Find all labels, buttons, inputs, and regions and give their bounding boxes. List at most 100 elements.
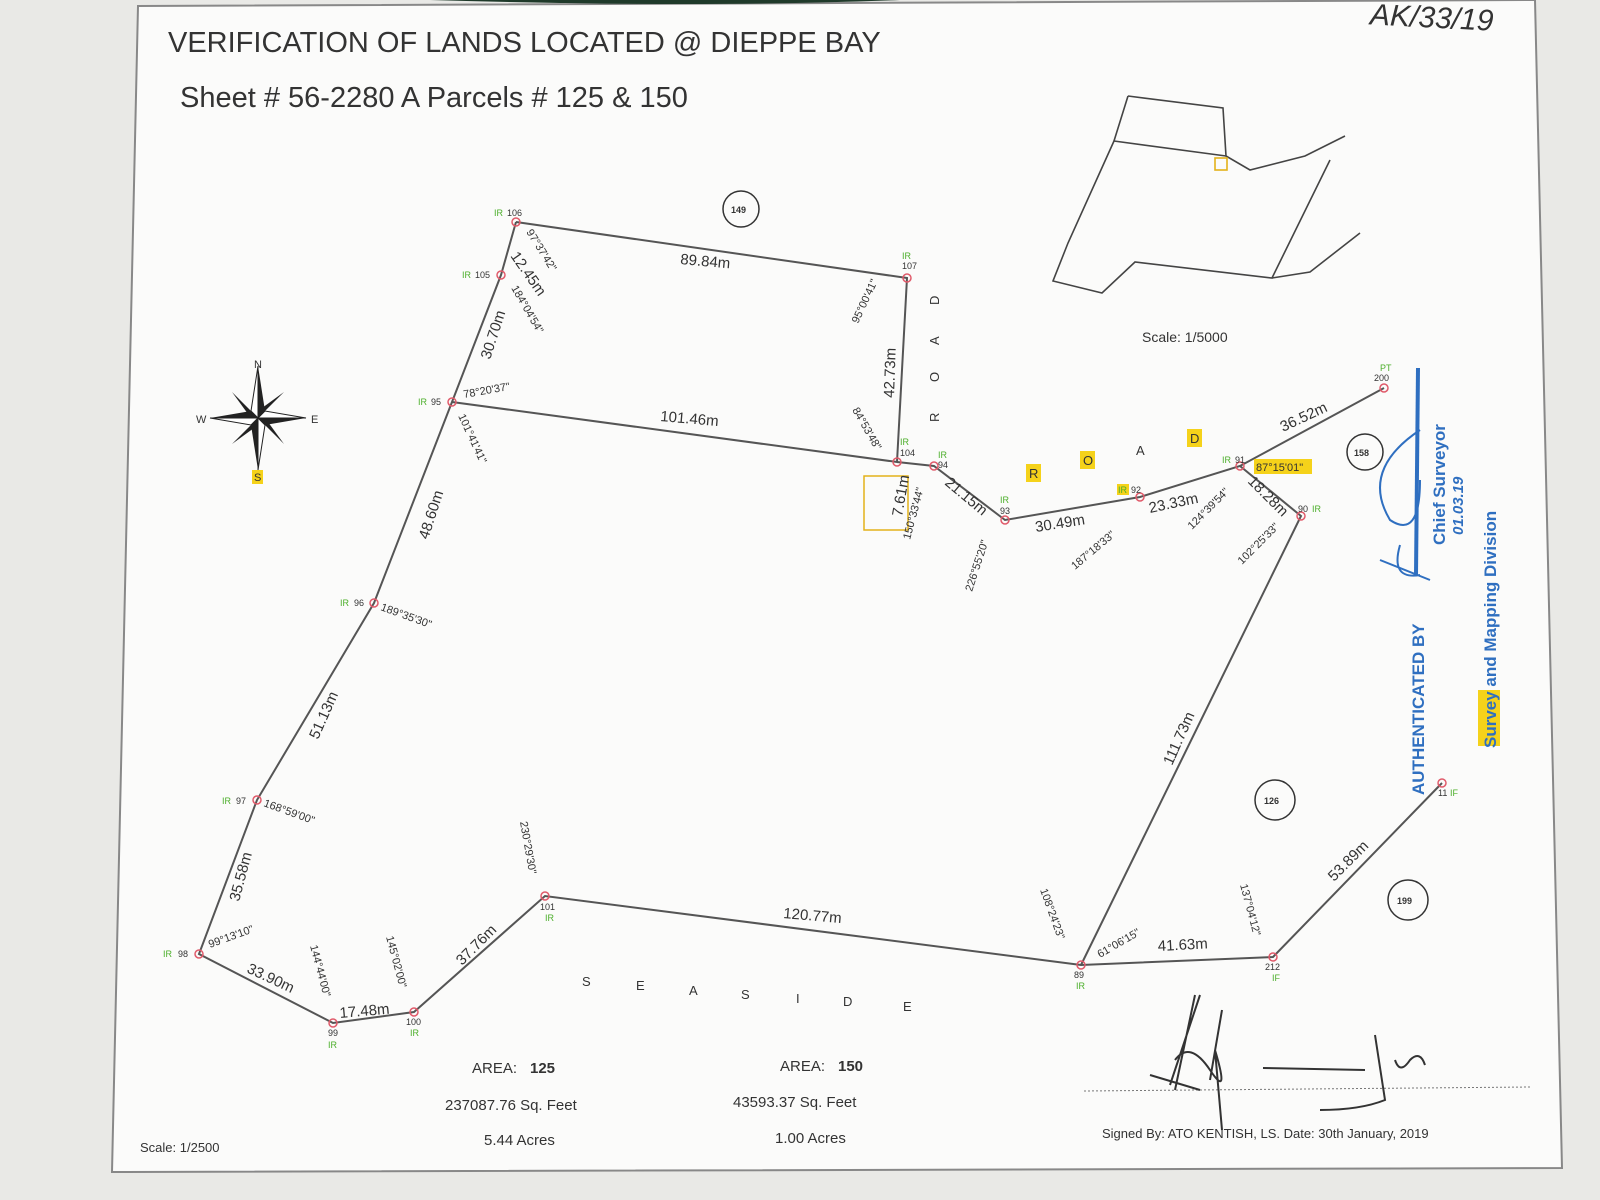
marker-type: IR: [938, 450, 948, 460]
station-label: 212: [1265, 962, 1280, 972]
road-letter: A: [1136, 443, 1145, 458]
marker-type: IF: [1450, 788, 1459, 798]
marker-type: IR: [1000, 495, 1010, 505]
station-label: 89: [1074, 970, 1084, 980]
station-label: 96: [354, 598, 364, 608]
marker-type: IR: [418, 397, 428, 407]
document-subtitle: Sheet # 56-2280 A Parcels # 125 & 150: [180, 82, 688, 114]
marker-type: IR: [222, 796, 232, 806]
station-label: 95: [431, 397, 441, 407]
file-reference: AK/33/19: [1367, 0, 1494, 38]
marker-type: IR: [494, 208, 504, 218]
road-label-vertical: D A O R: [927, 296, 942, 422]
document-title: VERIFICATION OF LANDS LOCATED @ DIEPPE B…: [168, 27, 881, 59]
seaside-letter: A: [689, 983, 698, 998]
distance-label: 7.61m: [889, 474, 913, 518]
station-label: 11: [1438, 788, 1447, 798]
area-block-150: AREA: 150 43593.37 Sq. Feet 1.00 Acres: [733, 1058, 863, 1147]
parcel-number: 149: [731, 205, 746, 215]
seaside-letter: E: [903, 999, 912, 1014]
area-acres: 5.44 Acres: [484, 1132, 555, 1149]
marker-type: PT: [1380, 363, 1392, 373]
seaside-letter: I: [796, 991, 800, 1006]
area-acres: 1.00 Acres: [775, 1130, 846, 1147]
building-outline: [863, 475, 909, 531]
compass-n: N: [254, 359, 262, 371]
authentication-date: 01.03.19: [1450, 476, 1467, 535]
road-letter: O: [927, 372, 942, 382]
seaside-letter: E: [636, 978, 645, 993]
seaside-label: S E A S I D E: [582, 974, 912, 1014]
station-label: 104: [900, 448, 915, 458]
dark-edge: [430, 0, 900, 4]
station-label: 101: [540, 902, 555, 912]
seaside-letter: S: [582, 974, 591, 989]
marker-type: IF: [1272, 973, 1281, 983]
road-letter: A: [927, 336, 942, 345]
station-label: 92: [1131, 485, 1141, 495]
marker-type: IR: [1312, 504, 1322, 514]
station-label: 97: [236, 796, 246, 806]
marker-type: IR: [902, 251, 912, 261]
marker-type: IR: [328, 1040, 338, 1050]
surveyor-signature: [1149, 994, 1426, 1131]
distance-label: 89.84m: [680, 251, 731, 272]
authenticated-by-text: AUTHENTICATED BY: [1409, 623, 1428, 795]
distance-label: 101.46m: [660, 408, 720, 430]
marker-type: IR: [163, 949, 173, 959]
area-label: AREA:: [472, 1060, 517, 1077]
marker-type: IR: [1118, 485, 1128, 495]
parcel-number: 199: [1397, 896, 1412, 906]
distance-label: 17.48m: [339, 1001, 390, 1022]
location-inset-map: [1051, 95, 1361, 294]
station-label: 91: [1235, 455, 1245, 465]
paper-sheet: [110, 0, 1564, 1174]
compass-w: W: [196, 414, 207, 426]
chief-surveyor-text: Chief Surveyor: [1430, 424, 1449, 545]
marker-type: IR: [340, 598, 350, 608]
boundary-lines: [197, 221, 1443, 1025]
station-label: 98: [178, 949, 188, 959]
station-label: 107: [902, 261, 917, 271]
distance-label: 41.63m: [1157, 935, 1208, 955]
area-sqft: 43593.37 Sq. Feet: [733, 1094, 857, 1111]
station-label: 94: [938, 460, 948, 470]
seaside-letter: D: [843, 994, 852, 1009]
area-parcel: 150: [838, 1058, 863, 1075]
marker-type: IR: [1076, 981, 1086, 991]
station-label: 200: [1374, 373, 1389, 383]
area-parcel: 125: [530, 1060, 555, 1077]
road-label-horizontal: R O A D: [1026, 429, 1202, 482]
station-label: 99: [328, 1028, 338, 1038]
station-label: 106: [507, 208, 522, 218]
marker-type: IR: [900, 437, 910, 447]
north-arrow-icon: [209, 365, 307, 471]
road-letter: D: [1190, 431, 1199, 446]
road-letter: R: [1029, 466, 1038, 481]
marker-type: IR: [545, 913, 555, 923]
area-block-125: AREA: 125 237087.76 Sq. Feet 5.44 Acres: [445, 1060, 578, 1149]
division-text: Survey and Mapping Division: [1481, 511, 1500, 748]
station-label: 90: [1298, 504, 1308, 514]
map-scale: Scale: 1/2500: [140, 1140, 220, 1155]
road-letter: O: [1083, 453, 1093, 468]
angle-label-highlighted: 87°15'01": [1256, 462, 1303, 474]
road-letter: D: [927, 296, 942, 305]
authentication-stamp: AUTHENTICATED BY Chief Surveyor 01.03.19…: [1379, 367, 1500, 795]
road-letter: R: [927, 413, 942, 422]
neighbour-parcels: [722, 190, 1429, 921]
survey-markers: [194, 217, 1447, 1028]
station-label: 105: [475, 270, 490, 280]
distance-label: 120.77m: [783, 905, 843, 927]
marker-type: IR: [1222, 455, 1232, 465]
station-label: 100: [406, 1017, 421, 1027]
marker-type: IR: [462, 270, 472, 280]
compass-s: S: [254, 472, 261, 484]
inset-scale: Scale: 1/5000: [1142, 329, 1228, 345]
distance-label: 42.73m: [881, 348, 900, 399]
signed-by-line: Signed By: ATO KENTISH, LS. Date: 30th J…: [1102, 1126, 1429, 1141]
compass-e: E: [311, 414, 318, 426]
station-label: 93: [1000, 506, 1010, 516]
